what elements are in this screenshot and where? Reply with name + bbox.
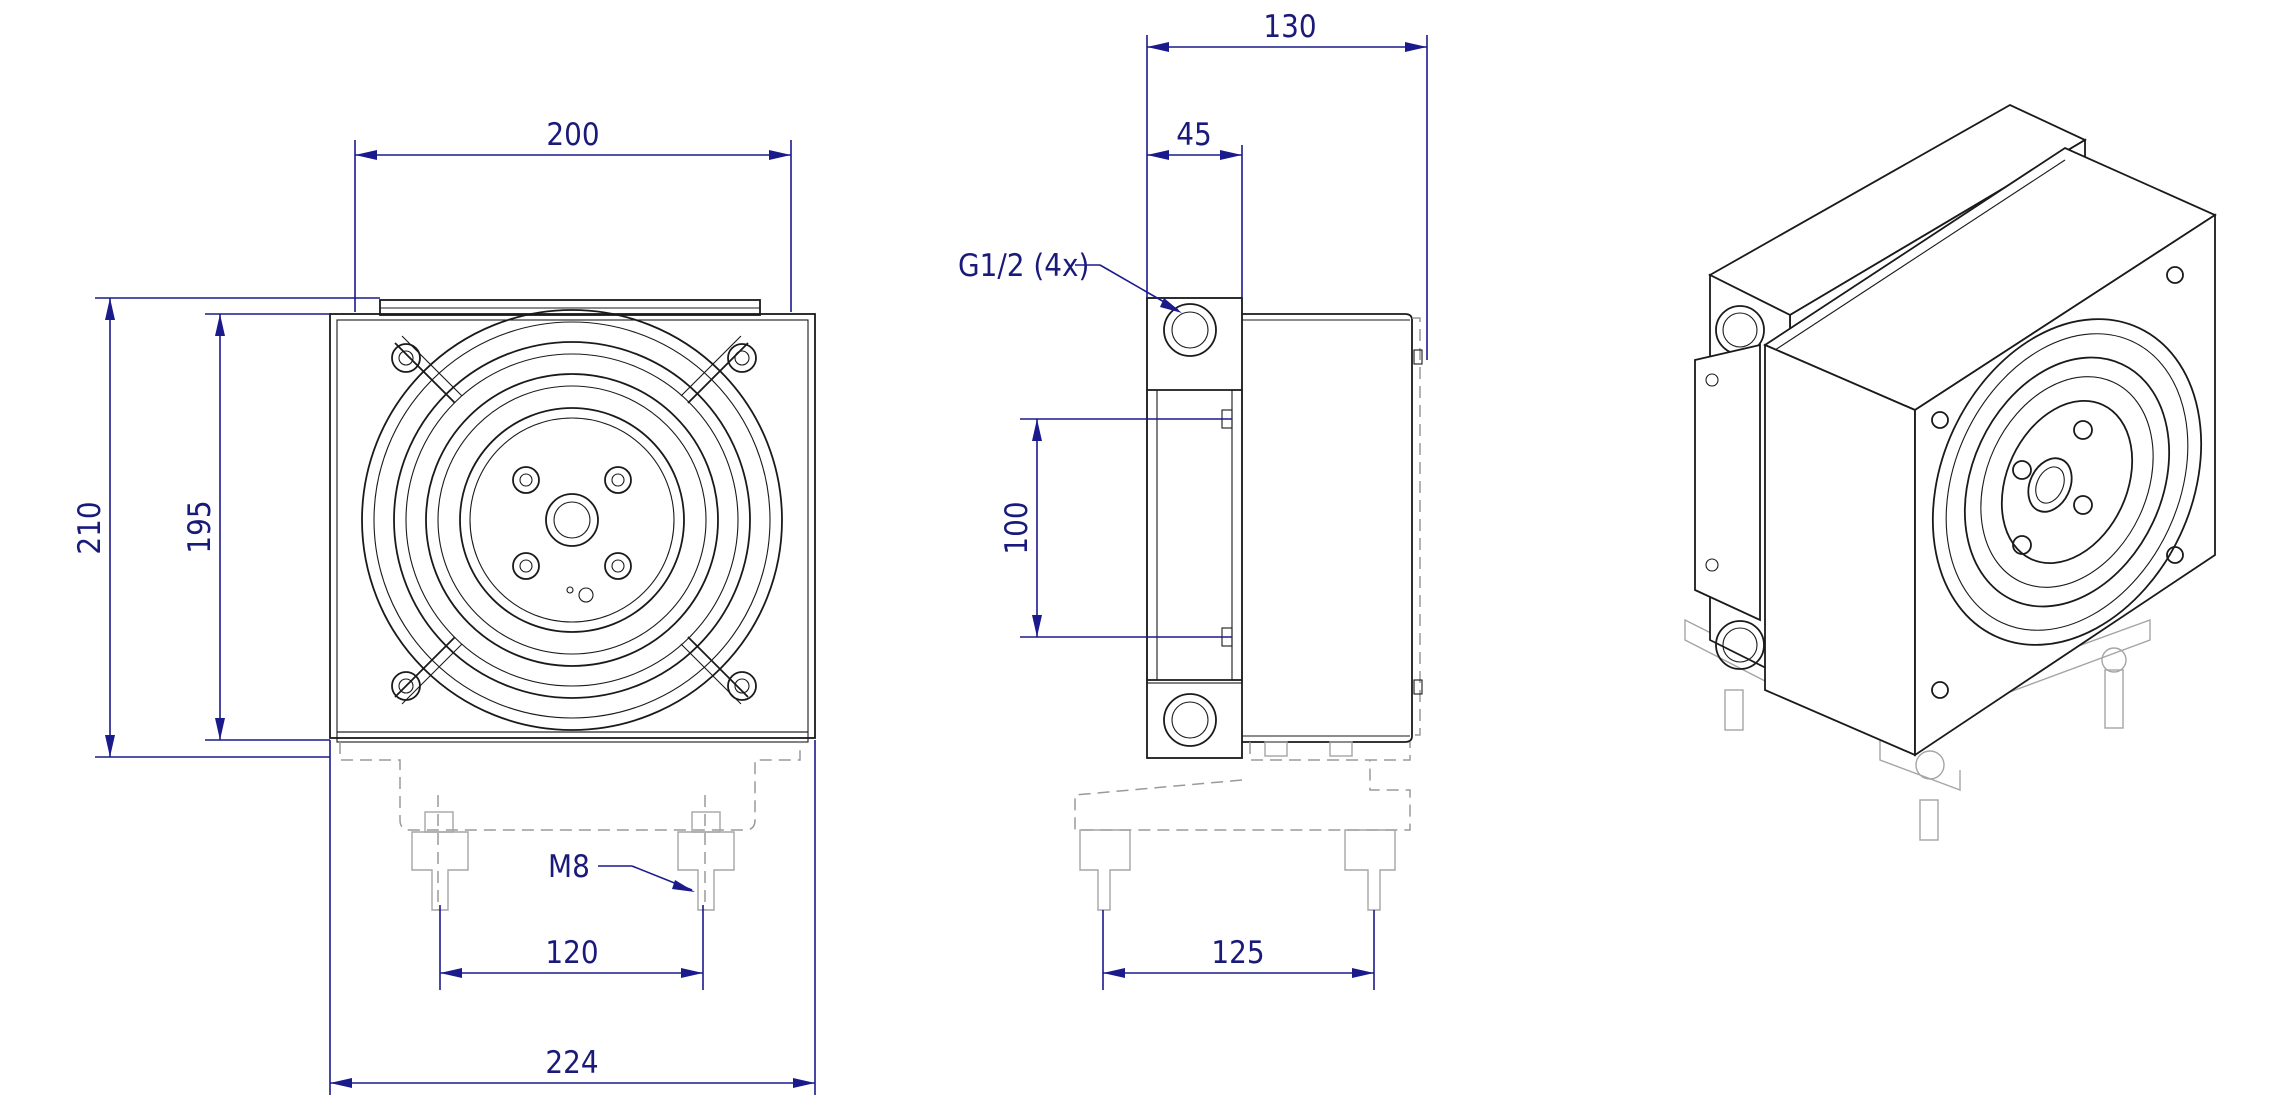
dim-195: 195 (182, 500, 218, 553)
side-dimensions: 130 45 100 125 G1/2 (4x) (958, 9, 1428, 990)
dim-45: 45 (1176, 117, 1211, 153)
front-mount-bracket (339, 742, 801, 911)
dim-224: 224 (545, 1045, 598, 1081)
front-dimensions: 200 210 195 120 224 M8 (72, 117, 816, 1095)
dim-130: 130 (1263, 9, 1316, 45)
callout-g12: G1/2 (4x) (958, 248, 1089, 284)
fan-guard (361, 309, 783, 731)
callout-m8: M8 (548, 849, 590, 885)
dim-210: 210 (72, 501, 108, 554)
isometric-view (1684, 103, 2217, 841)
dim-200: 200 (546, 117, 599, 153)
dim-100: 100 (999, 501, 1035, 554)
corner-screw-icon (391, 343, 757, 701)
front-view (329, 299, 816, 911)
side-view (1074, 297, 1423, 911)
dim-125: 125 (1211, 935, 1264, 971)
dim-120: 120 (545, 935, 598, 971)
port-icon (1163, 303, 1217, 747)
iso-fan-guard (1931, 318, 2203, 646)
